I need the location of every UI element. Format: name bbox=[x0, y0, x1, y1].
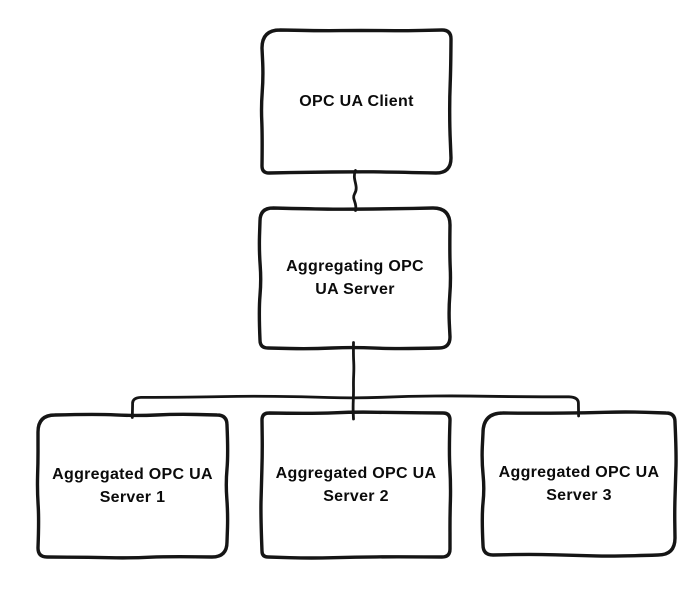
box-outline-aggregated-opc-ua-server-3 bbox=[480, 410, 678, 558]
node-aggregated-opc-ua-server-3-label: Aggregated OPC UA Server 3 bbox=[498, 464, 660, 504]
node-opc-ua-client-label: OPC UA Client bbox=[299, 93, 414, 110]
node-aggregated-opc-ua-server-2: Aggregated OPC UA Server 2 bbox=[262, 413, 450, 557]
box-outline-opc-ua-client bbox=[259, 28, 453, 175]
connector-distribution-bar bbox=[130, 394, 580, 419]
box-outline-aggregating-opc-ua-server bbox=[257, 206, 453, 351]
node-aggregating-opc-ua-server: Aggregating OPC UA Server bbox=[260, 208, 450, 348]
node-aggregating-opc-ua-server-label: Aggregating OPC UA Server bbox=[286, 258, 424, 298]
node-opc-ua-client: OPC UA Client bbox=[262, 30, 451, 173]
node-aggregated-opc-ua-server-1-label: Aggregated OPC UA Server 1 bbox=[52, 466, 213, 506]
box-outline-aggregated-opc-ua-server-2 bbox=[259, 410, 453, 560]
box-outline-aggregated-opc-ua-server-1 bbox=[35, 412, 230, 560]
node-aggregated-opc-ua-server-1: Aggregated OPC UA Server 1 bbox=[38, 415, 227, 557]
connector-aggregating-trunk bbox=[351, 341, 356, 421]
node-aggregated-opc-ua-server-3: Aggregated OPC UA Server 3 bbox=[483, 413, 675, 555]
node-aggregated-opc-ua-server-2-label: Aggregated OPC UA Server 2 bbox=[275, 465, 437, 505]
connector-client-to-aggregating bbox=[352, 169, 358, 212]
